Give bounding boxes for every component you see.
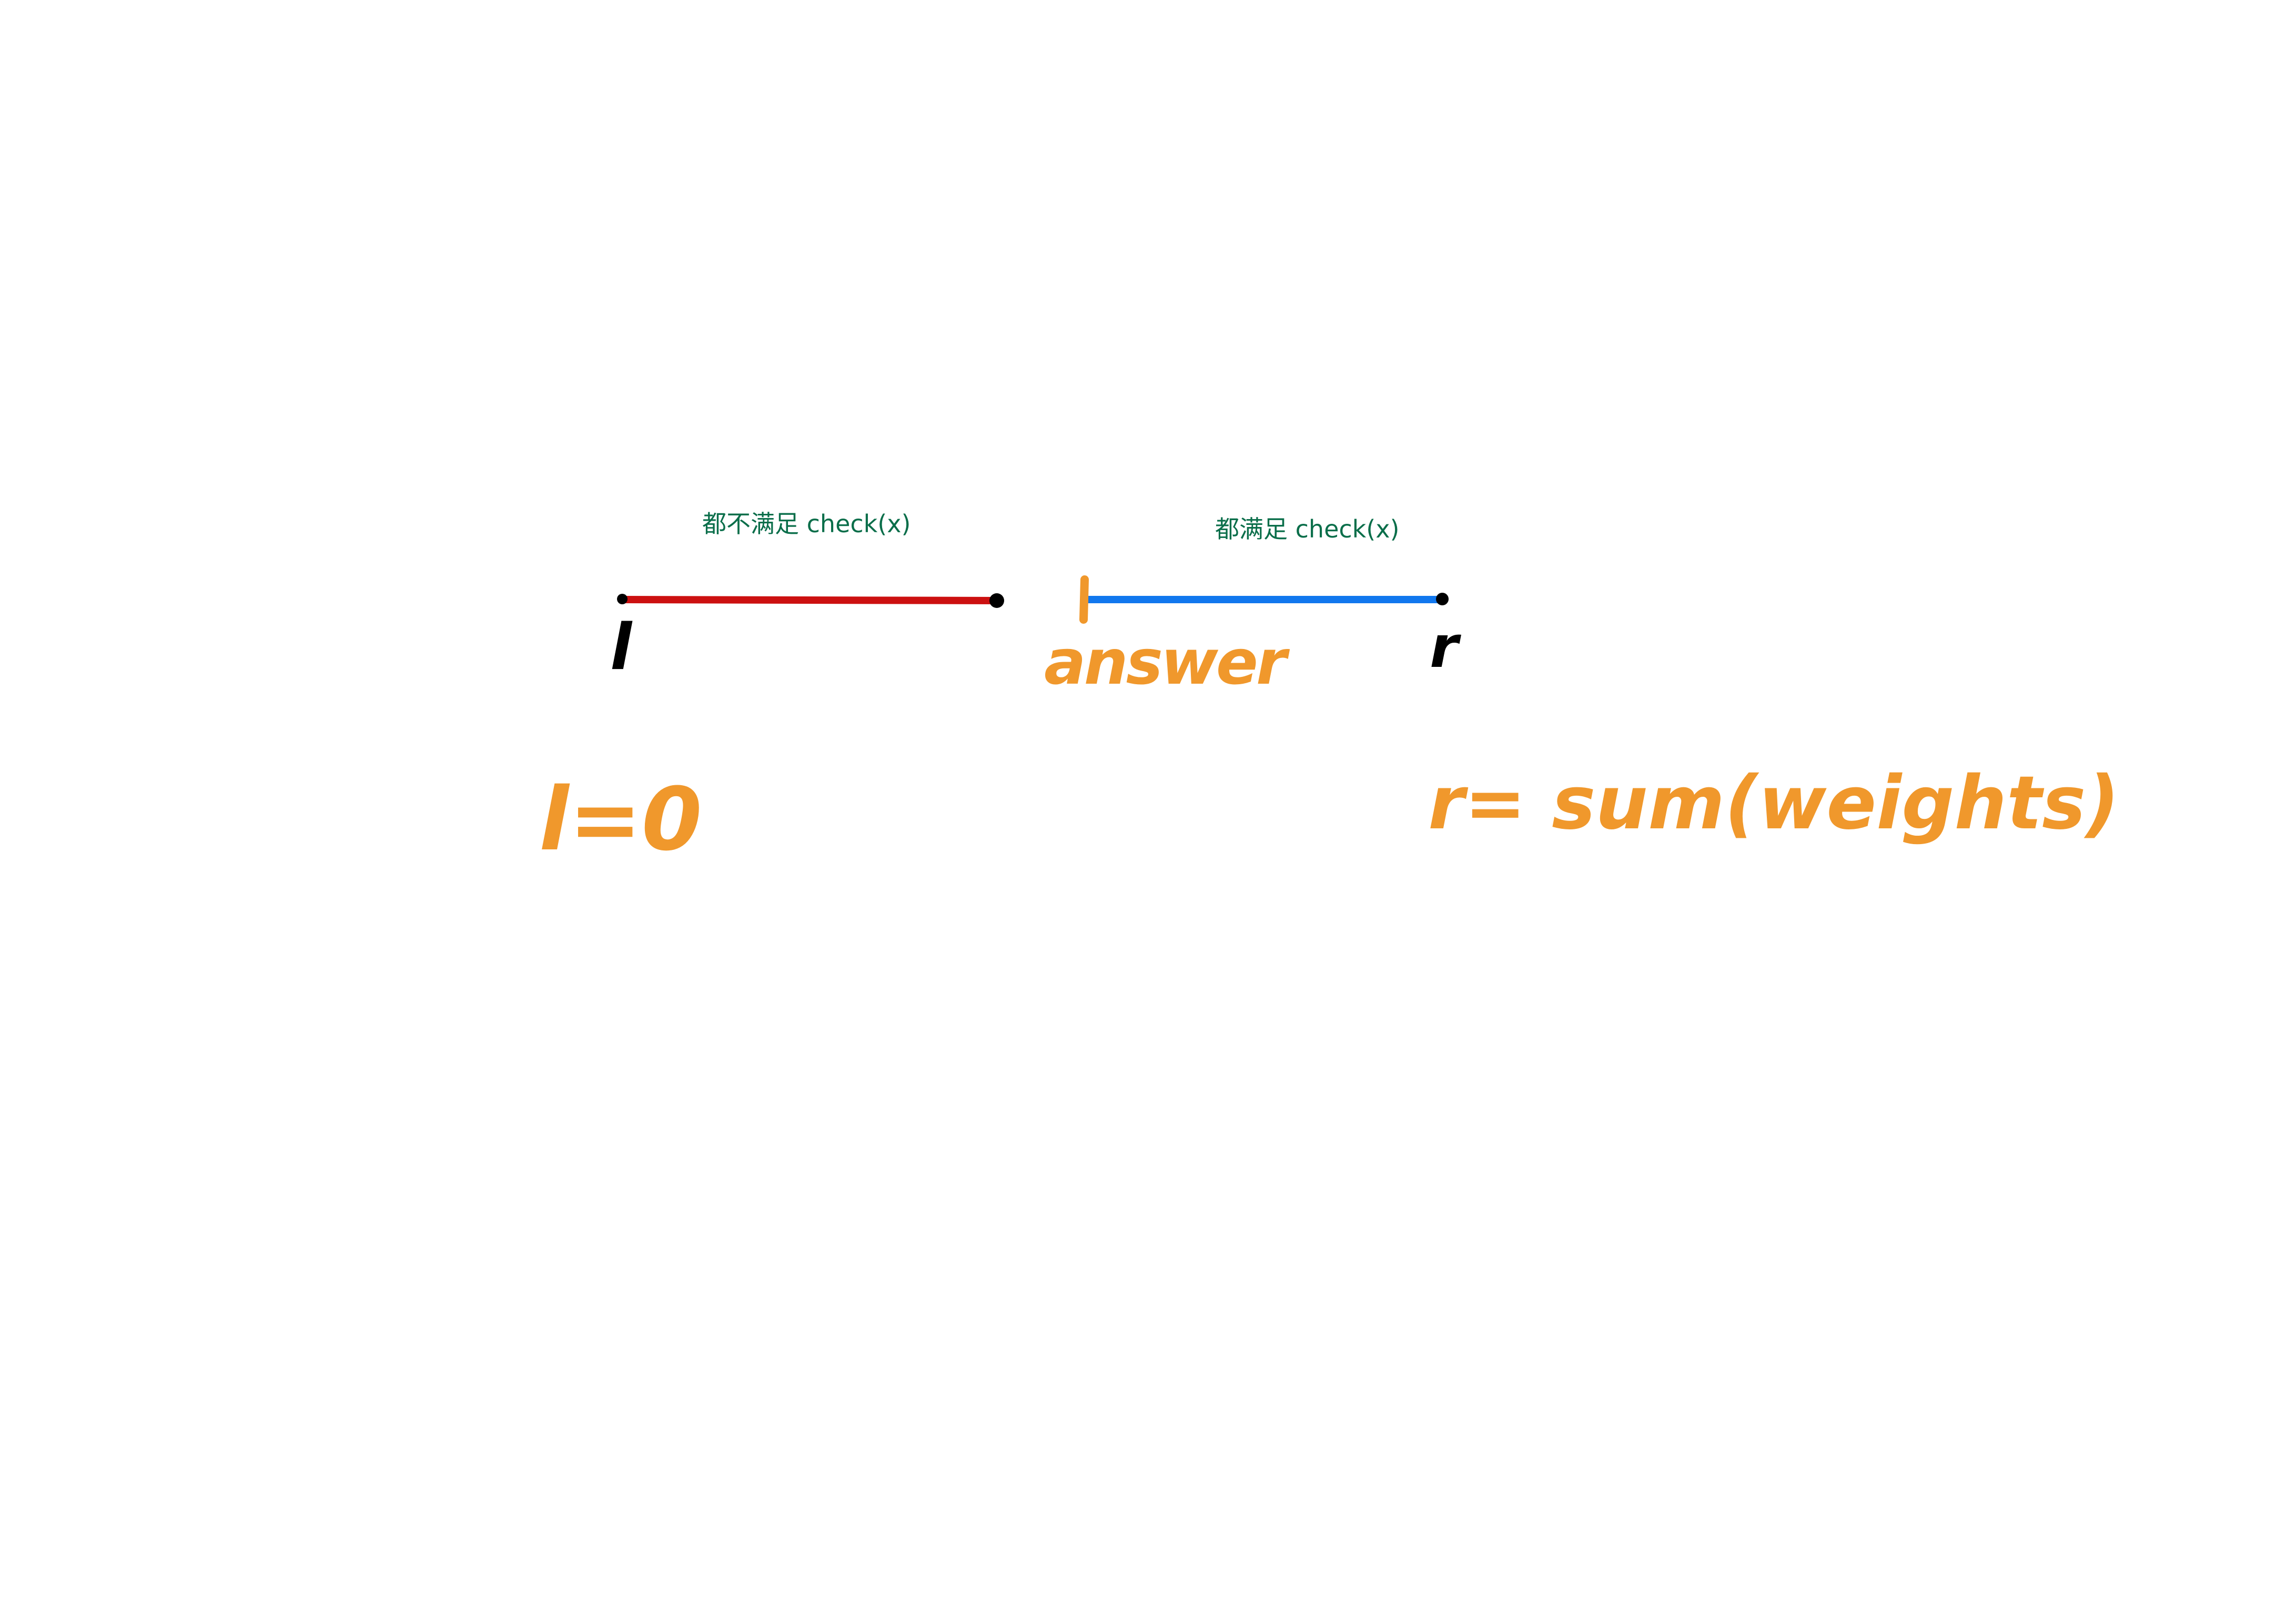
blue-segment-caption: 都满足 check(x) <box>1215 515 1399 543</box>
left-endpoint-dot <box>617 594 628 604</box>
red-segment-caption: 都不满足 check(x) <box>702 510 911 538</box>
left-init-label: l=0 <box>539 769 702 870</box>
answer-label: answer <box>1044 626 1290 698</box>
right-init-label: r= sum(weights) <box>1428 760 2119 846</box>
answer-tick <box>1079 575 1089 624</box>
right-endpoint-dot <box>1436 593 1449 605</box>
right-endpoint-label: r <box>1430 613 1461 681</box>
red-segment-end-dot <box>989 593 1004 608</box>
left-endpoint-label: l <box>610 611 633 684</box>
red-segment <box>620 596 1000 604</box>
